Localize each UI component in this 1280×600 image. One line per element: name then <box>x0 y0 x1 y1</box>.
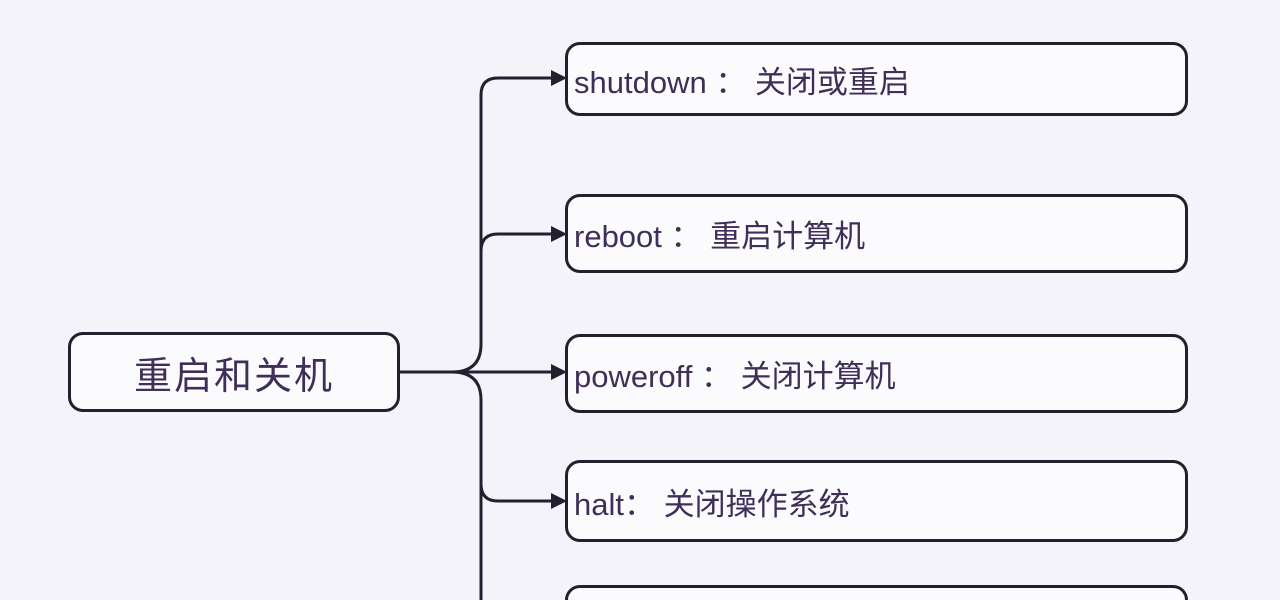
connector-halt <box>479 483 552 503</box>
node-partial-clipped <box>565 585 1188 600</box>
node-halt: halt： 关闭操作系统 <box>565 460 1188 542</box>
arrowhead-icon <box>551 70 567 86</box>
root-node-label: 重启和关机 <box>133 355 334 398</box>
node-shutdown-label: shutdown ： 关闭或重启 <box>574 64 910 100</box>
arrowhead-icon <box>551 364 567 380</box>
root-node-restart-shutdown: 重启和关机 <box>68 332 400 412</box>
arrowhead-icon <box>551 493 567 509</box>
connector-down-trunk <box>451 370 483 600</box>
node-halt-label: halt： 关闭操作系统 <box>574 486 850 522</box>
node-reboot-label: reboot ： 重启计算机 <box>574 219 866 254</box>
connector-up-trunk <box>451 76 552 374</box>
node-shutdown: shutdown ： 关闭或重启 <box>565 42 1188 116</box>
node-reboot: reboot ： 重启计算机 <box>565 194 1188 273</box>
node-poweroff: poweroff ： 关闭计算机 <box>565 334 1188 413</box>
connector-reboot <box>479 232 552 252</box>
arrowhead-icon <box>551 226 567 242</box>
node-poweroff-label: poweroff ： 关闭计算机 <box>574 359 896 394</box>
